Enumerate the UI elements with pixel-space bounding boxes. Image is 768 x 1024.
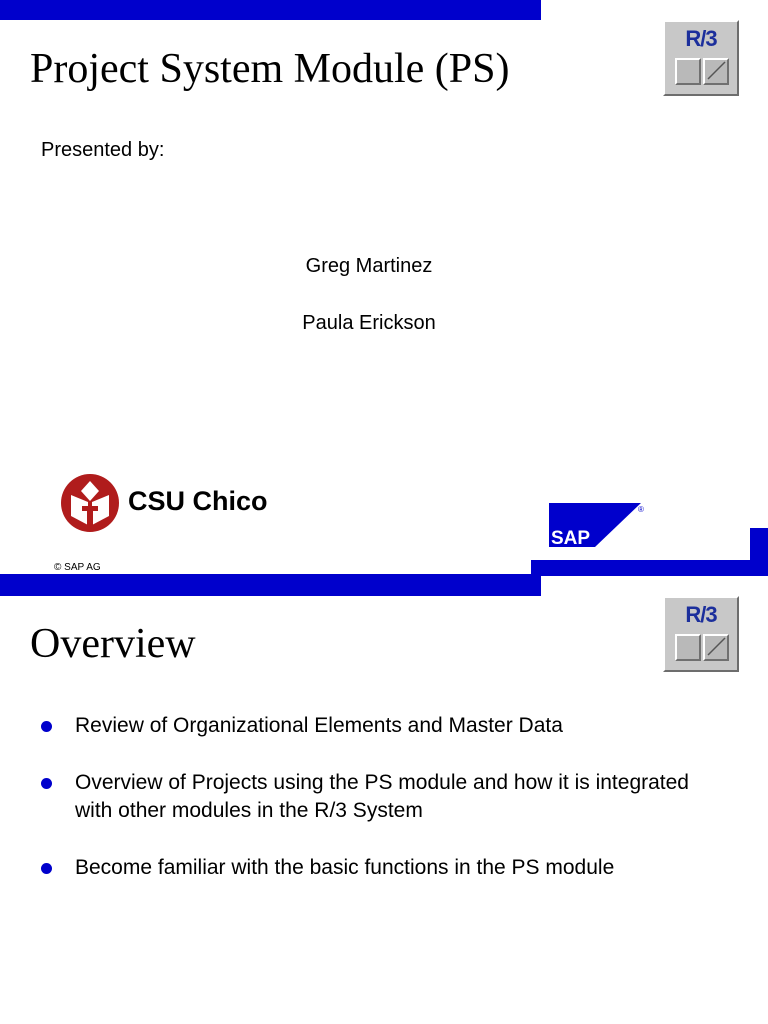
- registered-mark: ®: [638, 505, 644, 514]
- badge-tile-slash-icon: [703, 634, 729, 661]
- overview-bullet-list: Review of Organizational Elements and Ma…: [38, 712, 728, 911]
- r3-badge-icon: R/3: [663, 596, 739, 672]
- institution-name: CSU Chico: [128, 486, 268, 516]
- slide-title: Overview: [30, 621, 196, 667]
- bullet-item: Review of Organizational Elements and Ma…: [38, 712, 728, 740]
- copyright-text: © SAP AG: [54, 562, 101, 573]
- presenter-name: Greg Martinez: [305, 255, 433, 277]
- top-accent-bar: [0, 576, 541, 596]
- bullet-item: Overview of Projects using the PS module…: [38, 769, 728, 825]
- slide-overview: Overview R/3 Review of Organizational El…: [0, 576, 768, 1024]
- sap-logo-text: SAP: [551, 528, 590, 549]
- bottom-accent-bar: [0, 574, 541, 576]
- bullet-dot-icon: [41, 778, 52, 789]
- badge-tile-icon: [675, 58, 701, 85]
- presenter-name: Paula Erickson: [302, 312, 436, 334]
- bullet-text: Review of Organizational Elements and Ma…: [75, 714, 563, 737]
- bullet-text: Overview of Projects using the PS module…: [75, 771, 689, 822]
- slide-title-page: Project System Module (PS) R/3 Presented…: [0, 0, 768, 576]
- r3-badge-label: R/3: [685, 602, 717, 627]
- r3-badge-label: R/3: [685, 26, 717, 51]
- presented-by-label: Presented by:: [41, 139, 165, 161]
- bullet-item: Become familiar with the basic functions…: [38, 854, 728, 882]
- bullet-dot-icon: [41, 863, 52, 874]
- sap-logo: SAP ®: [549, 503, 649, 554]
- bullet-text: Become familiar with the basic functions…: [75, 856, 615, 879]
- badge-tile-icon: [675, 634, 701, 661]
- csu-chico-logo: [60, 473, 120, 538]
- corner-accent-bar-vertical: [750, 528, 768, 576]
- badge-tile-slash-icon: [703, 58, 729, 85]
- corner-accent-bar: [531, 560, 768, 576]
- r3-badge-icon: R/3: [663, 20, 739, 96]
- top-accent-bar: [0, 0, 541, 20]
- slide-title: Project System Module (PS): [30, 46, 510, 92]
- bullet-dot-icon: [41, 721, 52, 732]
